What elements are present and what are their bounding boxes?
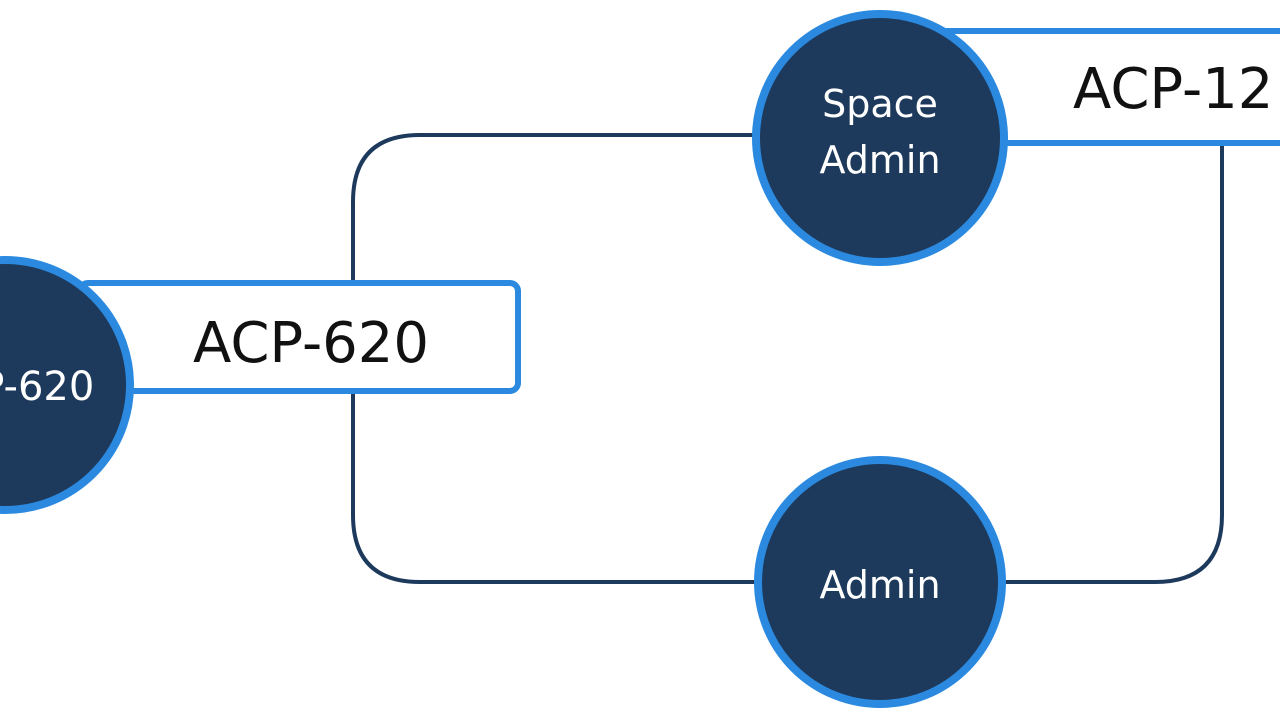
bottom-node-label: Admin <box>819 563 940 607</box>
top-node <box>752 10 1008 266</box>
bottom-node <box>754 456 1006 708</box>
left-node-label: ACP-620 <box>0 364 94 410</box>
left-node <box>0 256 134 514</box>
left-node-tag: ACP-620 <box>193 311 429 376</box>
top-node-label-line1: Space <box>822 82 938 126</box>
top-node-tag: ACP-12 <box>1073 57 1273 122</box>
top-node-label-line2: Admin <box>819 138 940 182</box>
connector-loop-right <box>1000 145 1224 584</box>
